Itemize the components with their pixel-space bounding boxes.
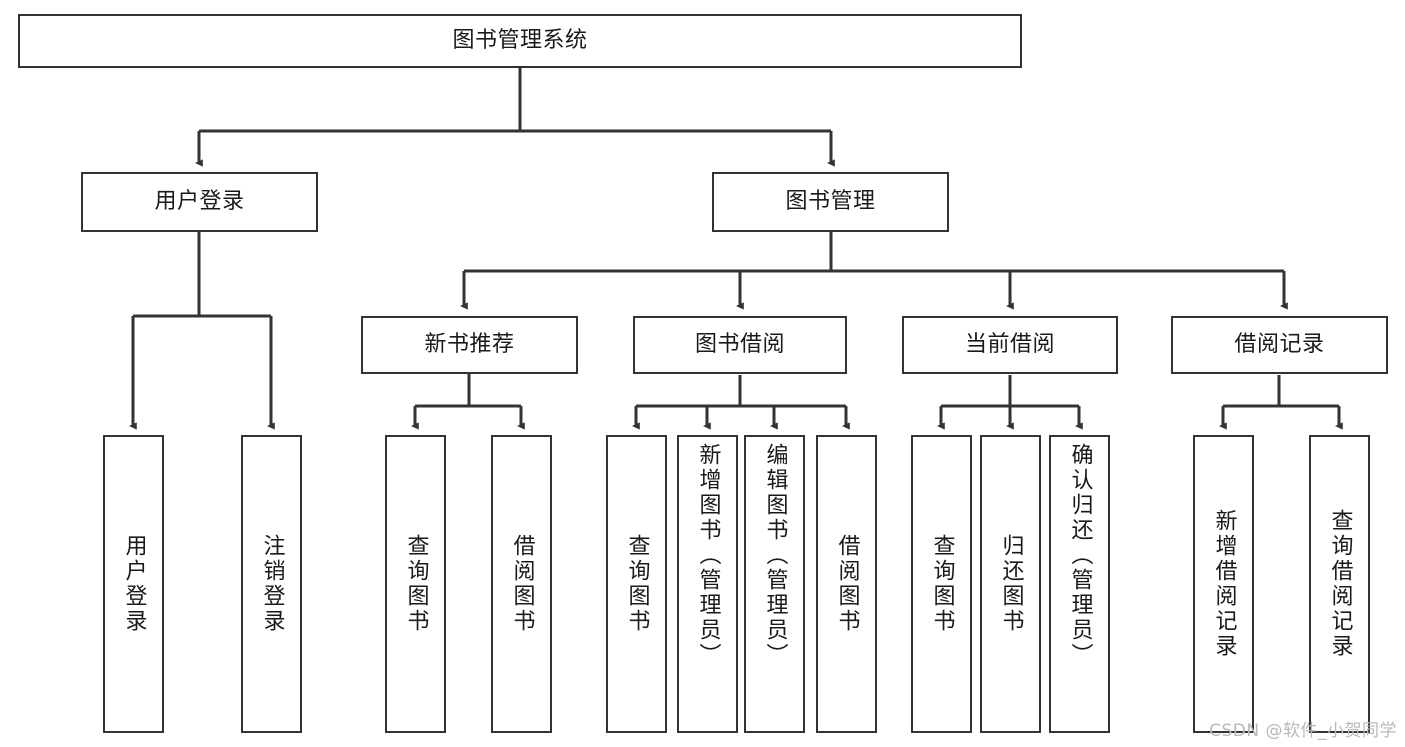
node-leaf-confirm-return-admin[interactable]: 确认归还（管理员）: [1049, 435, 1110, 733]
node-new-book-recommend-label: 新书推荐: [424, 332, 515, 358]
node-book-borrow[interactable]: 图书借阅: [633, 316, 847, 374]
node-new-book-recommend[interactable]: 新书推荐: [361, 316, 578, 374]
node-leaf-confirm-return-admin-label: 确认归还（管理员）: [1067, 443, 1093, 668]
node-leaf-query-book-3-label: 查询图书: [929, 534, 955, 634]
node-leaf-return-book-label: 归还图书: [998, 534, 1024, 634]
node-leaf-borrow-book-1-label: 借阅图书: [509, 534, 535, 634]
node-leaf-user-login-label: 用户登录: [121, 534, 147, 634]
node-leaf-add-book-admin-label: 新增图书（管理员）: [695, 443, 721, 668]
node-leaf-query-borrow-record[interactable]: 查询借阅记录: [1309, 435, 1370, 733]
node-borrow-record-label: 借阅记录: [1234, 332, 1325, 358]
node-leaf-add-book-admin[interactable]: 新增图书（管理员）: [677, 435, 738, 733]
node-user-login[interactable]: 用户登录: [81, 172, 318, 232]
node-leaf-edit-book-admin-label: 编辑图书（管理员）: [762, 443, 788, 668]
node-leaf-logout-login-label: 注销登录: [259, 534, 285, 634]
node-leaf-edit-book-admin[interactable]: 编辑图书（管理员）: [744, 435, 805, 733]
node-current-borrow[interactable]: 当前借阅: [902, 316, 1118, 374]
node-root-label: 图书管理系统: [452, 28, 588, 54]
watermark-text: CSDN @软件_小贺同学: [1209, 721, 1397, 741]
node-book-manage-label: 图书管理: [785, 189, 876, 215]
node-book-manage[interactable]: 图书管理: [712, 172, 949, 232]
node-leaf-borrow-book-2[interactable]: 借阅图书: [816, 435, 877, 733]
node-root[interactable]: 图书管理系统: [18, 14, 1022, 68]
node-leaf-add-borrow-record[interactable]: 新增借阅记录: [1193, 435, 1254, 733]
node-leaf-borrow-book-2-label: 借阅图书: [834, 534, 860, 634]
node-leaf-query-book-1-label: 查询图书: [403, 534, 429, 634]
node-leaf-query-borrow-record-label: 查询借阅记录: [1327, 509, 1353, 659]
node-leaf-borrow-book-1[interactable]: 借阅图书: [491, 435, 552, 733]
node-leaf-query-book-3[interactable]: 查询图书: [911, 435, 972, 733]
node-leaf-query-book-2-label: 查询图书: [624, 534, 650, 634]
node-leaf-query-book-2[interactable]: 查询图书: [606, 435, 667, 733]
node-leaf-query-book-1[interactable]: 查询图书: [385, 435, 446, 733]
node-borrow-record[interactable]: 借阅记录: [1171, 316, 1388, 374]
node-leaf-logout-login[interactable]: 注销登录: [241, 435, 302, 733]
node-current-borrow-label: 当前借阅: [964, 332, 1055, 358]
node-leaf-user-login[interactable]: 用户登录: [103, 435, 164, 733]
node-leaf-add-borrow-record-label: 新增借阅记录: [1211, 509, 1237, 659]
node-book-borrow-label: 图书借阅: [694, 332, 785, 358]
node-user-login-label: 用户登录: [154, 189, 245, 215]
node-leaf-return-book[interactable]: 归还图书: [980, 435, 1041, 733]
